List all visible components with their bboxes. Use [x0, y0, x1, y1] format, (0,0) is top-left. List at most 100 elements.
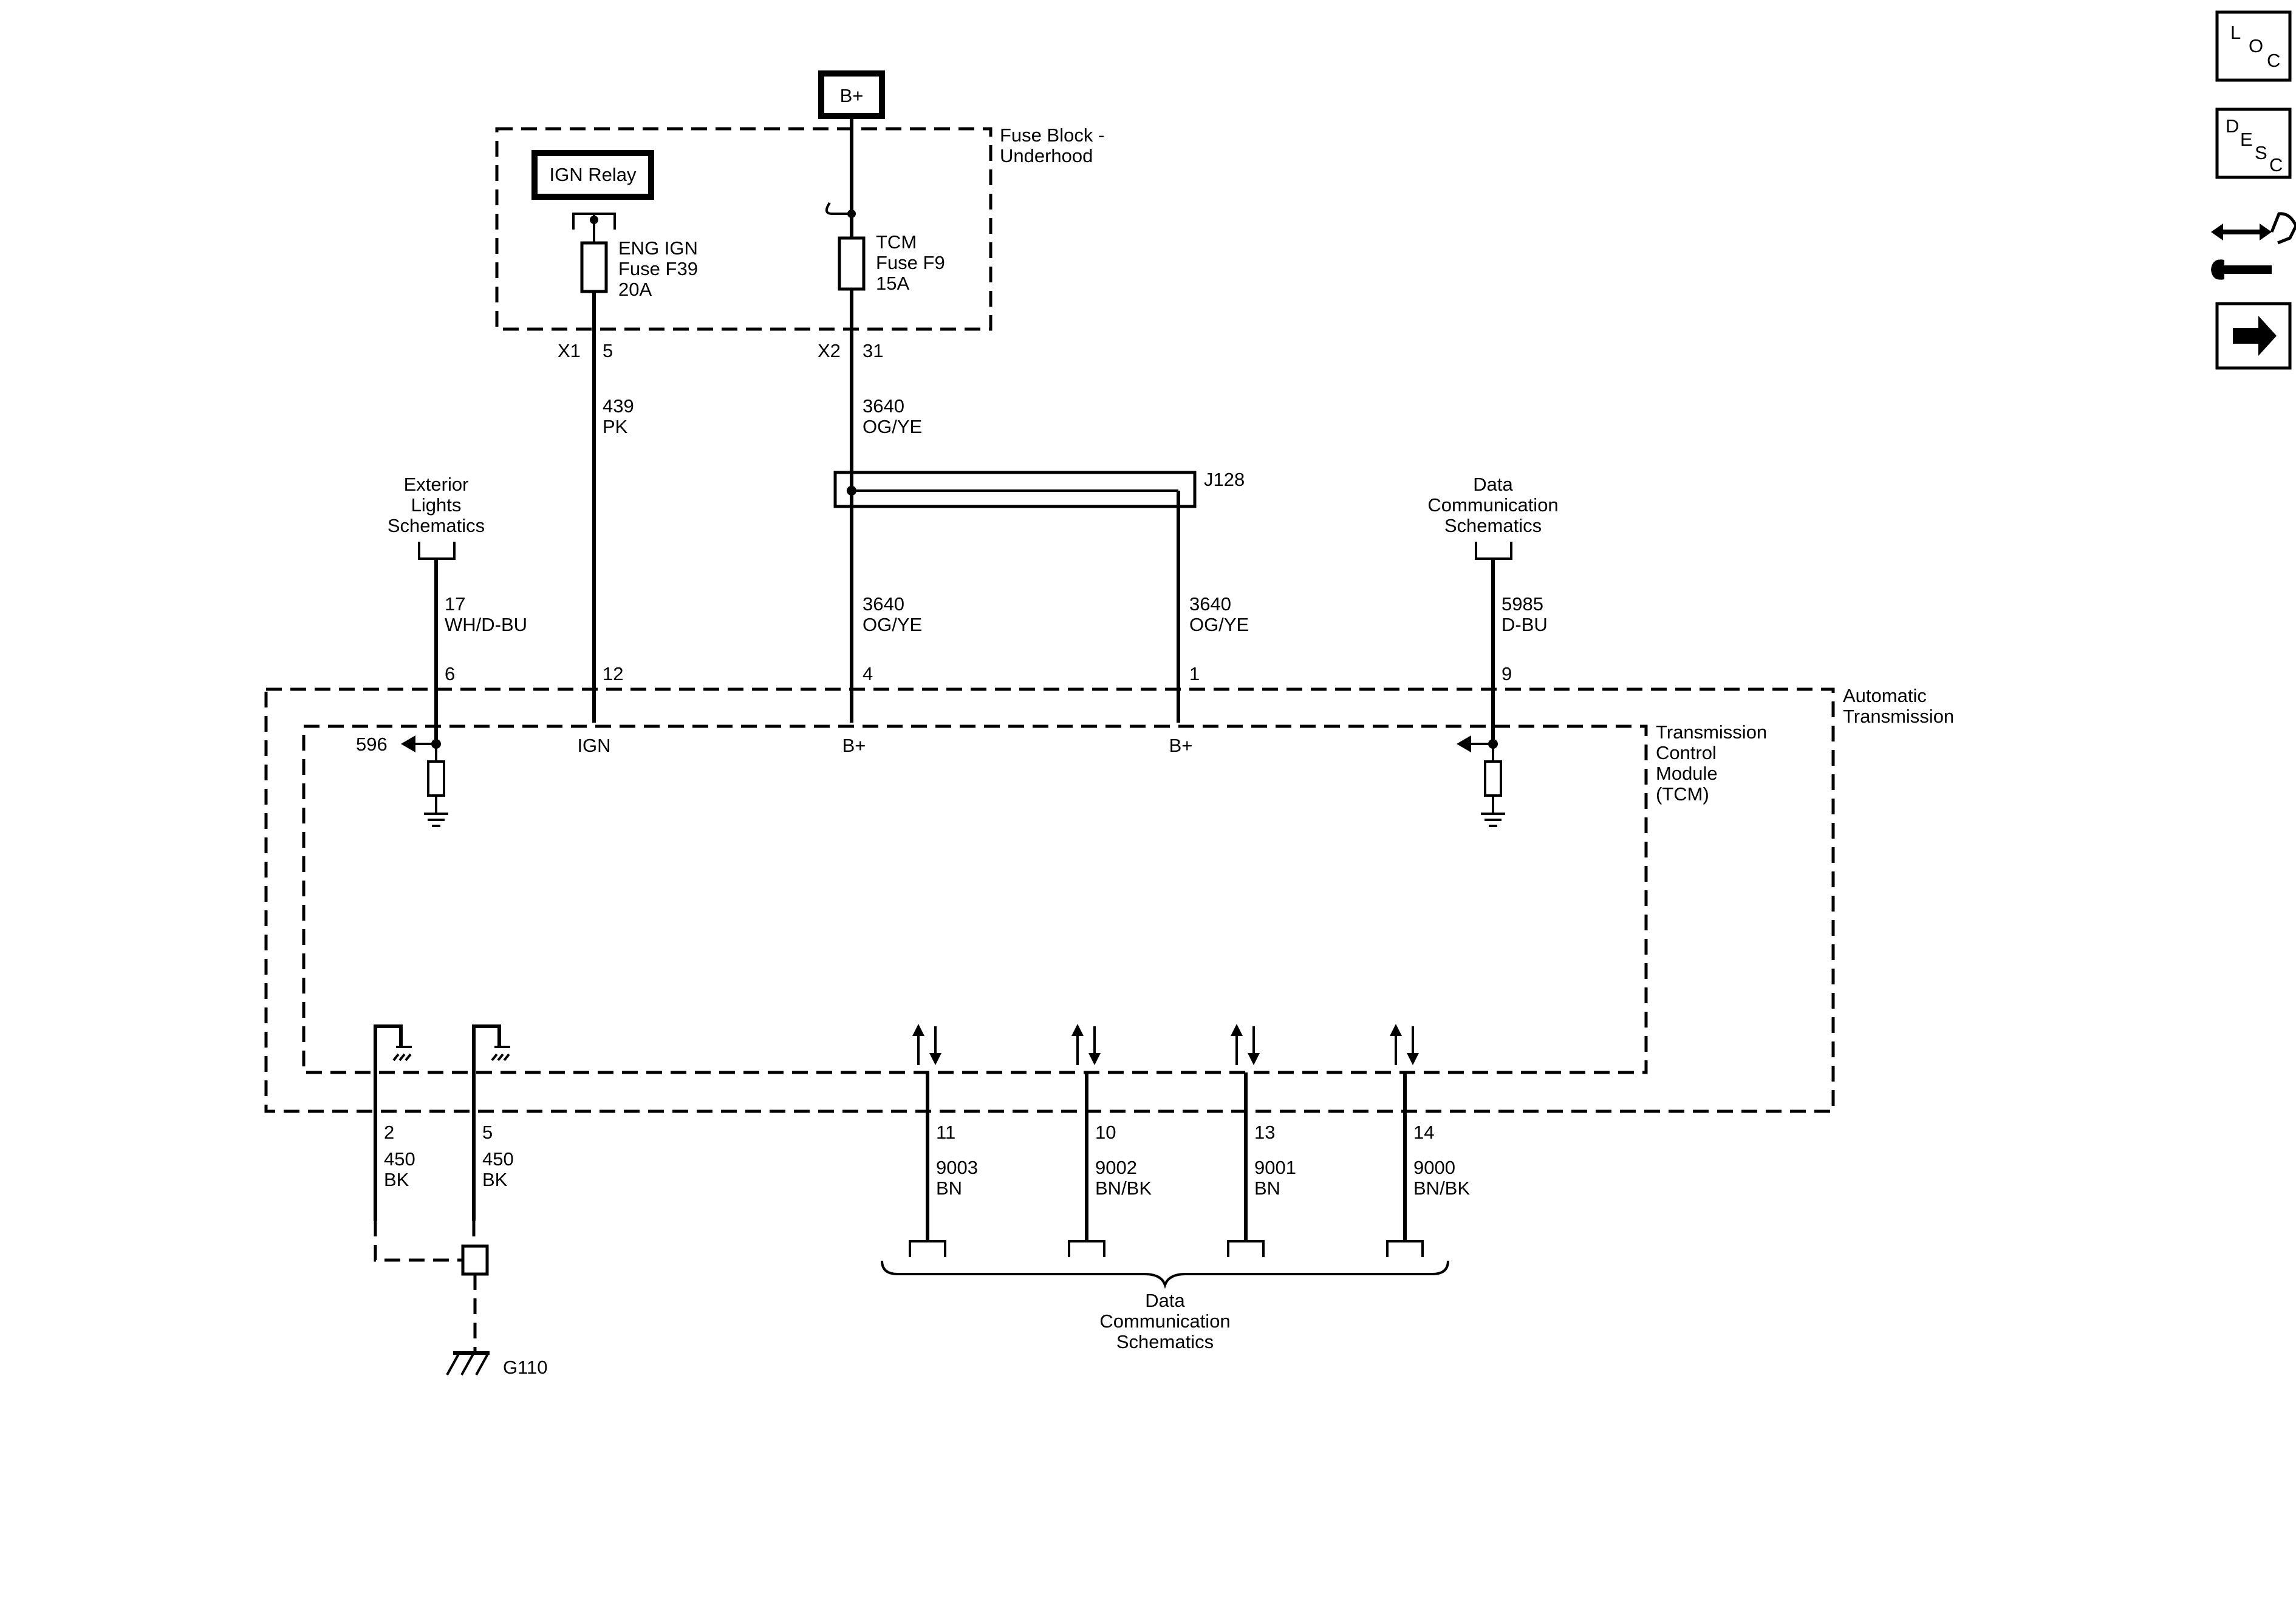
wire-3640-right-circuit: 3640: [1189, 593, 1231, 615]
ground-b-pin: 5: [482, 1122, 493, 1143]
ground-b-color: BK: [482, 1169, 508, 1190]
loc-letter-l: L: [2230, 22, 2241, 43]
wire-5985-color: D-BU: [1502, 614, 1548, 635]
wire-439-circuit: 439: [603, 395, 634, 417]
wire-17-circuit: 17: [445, 593, 465, 615]
tcm-pin-4: 4: [863, 663, 873, 684]
data-10-pin: 10: [1095, 1122, 1116, 1143]
wire-3640-upper-circuit: 3640: [863, 395, 904, 417]
desc-letter-s: S: [2255, 142, 2267, 163]
battery-positive-source: B+: [818, 70, 885, 119]
loc-button[interactable]: L O C: [2215, 10, 2292, 82]
data-14-pin: 14: [1413, 1122, 1434, 1143]
ground-a-circuit: 450: [384, 1148, 415, 1170]
auto-trans-label-line1: Automatic: [1843, 685, 1927, 706]
wire-3640-right-color: OG/YE: [1189, 614, 1249, 635]
ground-b-circuit: 450: [482, 1148, 514, 1170]
tcm-label-line4: (TCM): [1656, 783, 1709, 805]
data-line-pin-13: [1227, 1024, 1265, 1257]
tcm-input-596: 596: [356, 734, 448, 827]
data-11-color: BN: [936, 1178, 962, 1199]
data-line-pin-10: [1068, 1024, 1105, 1257]
data-line-pin-11: [909, 1024, 946, 1257]
connector-repair-icon[interactable]: [2211, 212, 2296, 280]
ign-relay-label: IGN Relay: [550, 164, 637, 185]
ground-g110-label: G110: [503, 1357, 548, 1378]
tcm-internal-bplus-1: B+: [1169, 735, 1193, 756]
connector-x2-label: X2: [818, 340, 841, 361]
data-communication-reference-top[interactable]: Data Communication Schematics: [1427, 474, 1559, 560]
tcm-internal-596: 596: [356, 734, 388, 755]
data-14-color: BN/BK: [1413, 1178, 1470, 1199]
splice-j128: J128: [833, 469, 1245, 723]
data-line-pin-14: [1386, 1024, 1424, 1257]
tcm-pin-9: 9: [1502, 663, 1512, 684]
ign-relay: IGN Relay: [531, 150, 654, 200]
tcm-module: Transmission Control Module (TCM): [302, 721, 1767, 1074]
data-ref-top-line3: Schematics: [1444, 515, 1542, 536]
exterior-lights-reference[interactable]: Exterior Lights Schematics: [388, 474, 485, 560]
next-page-button[interactable]: [2215, 302, 2292, 370]
data-10-circuit: 9002: [1095, 1157, 1137, 1178]
data-ref-top-line2: Communication: [1427, 494, 1558, 516]
ground-harness: [374, 1221, 489, 1352]
desc-button[interactable]: D E S C: [2215, 107, 2292, 179]
tcm-internal-bplus-4: B+: [842, 735, 866, 756]
tcm-internal-ign: IGN: [577, 735, 610, 756]
fuse-block-underhood: Fuse Block - Underhood: [495, 124, 1104, 331]
loc-letter-o: O: [2249, 35, 2263, 56]
fuse-f39: ENG IGN Fuse F39 20A: [580, 237, 698, 300]
data-ref-bottom-line3: Schematics: [1116, 1331, 1214, 1352]
fuse-block-label-line1: Fuse Block -: [1000, 124, 1104, 146]
tcm-label-line2: Control: [1656, 742, 1717, 763]
desc-letter-d: D: [2226, 115, 2239, 137]
data-13-circuit: 9001: [1254, 1157, 1296, 1178]
ground-g110: G110: [446, 1351, 548, 1378]
tcm-label-line3: Module: [1656, 763, 1718, 784]
connector-x1-label: X1: [558, 340, 581, 361]
data-ref-bottom-line2: Communication: [1099, 1311, 1230, 1332]
data-13-pin: 13: [1254, 1122, 1275, 1143]
splice-j128-label: J128: [1204, 469, 1245, 490]
exterior-ref-line1: Exterior: [404, 474, 469, 495]
fuse-block-label-line2: Underhood: [1000, 145, 1093, 166]
exterior-ref-line2: Lights: [411, 494, 462, 516]
wire-5985-circuit: 5985: [1502, 593, 1543, 615]
wire-3640-upper-color: OG/YE: [863, 416, 922, 437]
fuse-f9-line3: 15A: [876, 273, 909, 294]
wire-3640-left-color: OG/YE: [863, 614, 922, 635]
b-plus-top-label: B+: [840, 85, 864, 106]
tcm-pin-12: 12: [603, 663, 623, 684]
loc-letter-c: C: [2267, 50, 2280, 71]
tcm-pin-6: 6: [445, 663, 455, 684]
fuse-f9: TCM Fuse F9 15A: [825, 202, 945, 294]
data-ref-top-line1: Data: [1473, 474, 1513, 495]
data-10-color: BN/BK: [1095, 1178, 1152, 1199]
automatic-transmission-housing: Automatic Transmission: [264, 685, 1954, 1113]
wire-439-color: PK: [603, 416, 628, 437]
data-ref-bottom-line1: Data: [1145, 1290, 1185, 1311]
data-11-pin: 11: [936, 1122, 955, 1143]
tcm-pin-1: 1: [1189, 663, 1200, 684]
data-11-circuit: 9003: [936, 1157, 978, 1178]
fuse-f39-line1: ENG IGN: [618, 237, 698, 259]
data-communication-reference-bottom[interactable]: Data Communication Schematics: [1099, 1290, 1230, 1352]
tcm-label-line1: Transmission: [1656, 721, 1767, 743]
tcm-ground-pin-5: [472, 1024, 510, 1221]
data-13-color: BN: [1254, 1178, 1280, 1199]
auto-trans-label-line2: Transmission: [1843, 706, 1954, 727]
fuse-f39-line2: Fuse F39: [618, 258, 698, 279]
wire-3640-left-circuit: 3640: [863, 593, 904, 615]
fuse-f39-line3: 20A: [618, 279, 652, 300]
fuse-f9-line1: TCM: [876, 231, 917, 253]
tcm-ground-pin-2: [374, 1024, 412, 1221]
ground-a-pin: 2: [384, 1122, 394, 1143]
fuse-f9-line2: Fuse F9: [876, 252, 945, 273]
desc-letter-e: E: [2240, 129, 2253, 150]
ground-a-color: BK: [384, 1169, 409, 1190]
connector-x1-pin: 5: [603, 340, 613, 361]
desc-letter-c: C: [2269, 154, 2283, 176]
wire-17-color: WH/D-BU: [445, 614, 527, 635]
